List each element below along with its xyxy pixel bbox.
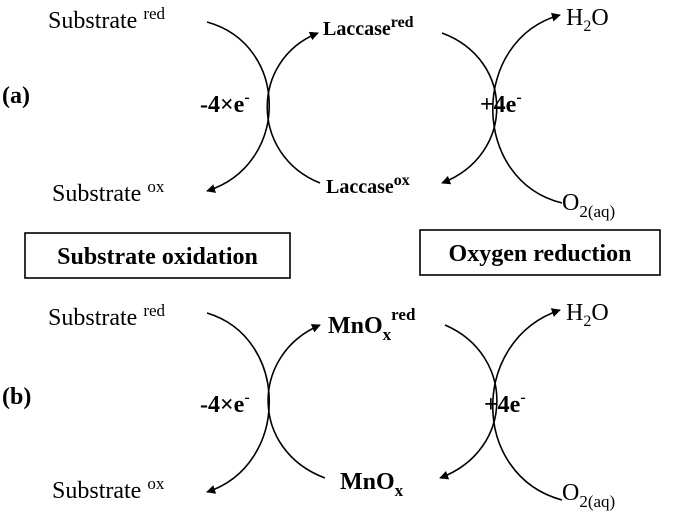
- panel-b-mnox-regeneration-arc: [267, 324, 326, 479]
- substrate-oxidation-frame: [24, 232, 291, 279]
- panel-b-mnox-reduction-arc: [439, 324, 498, 480]
- panel-b-minus-electrons: -4×e-: [200, 389, 250, 418]
- panel-b-oxygen: O2(aq): [562, 480, 615, 511]
- panel-a-laccase-reduction-arc: [441, 32, 498, 185]
- panel-a-minus-electrons: -4×e-: [200, 89, 250, 118]
- panel-a-laccase-red: Laccasered: [323, 14, 414, 40]
- panel-a-water: H2O: [566, 5, 609, 35]
- panel-b-oxygen-reduction-arc: [492, 308, 563, 501]
- panel-b-mnox-red: MnOxred: [328, 305, 416, 344]
- panel-b-mnox: MnOx: [340, 469, 404, 500]
- panel-a-label: (a): [2, 83, 30, 109]
- panel-a-plus-electrons: +4e-: [480, 89, 522, 118]
- panel-b-water: H2O: [566, 300, 609, 330]
- oxygen-reduction-label: Oxygen reduction: [449, 241, 632, 267]
- substrate-oxidation-box: Substrate oxidation: [24, 232, 291, 279]
- panel-a-laccase-regeneration-arc: [266, 31, 321, 184]
- substrate-oxidation-label: Substrate oxidation: [57, 244, 258, 270]
- panel-a-laccase-ox: Laccaseox: [326, 172, 410, 198]
- oxygen-reduction-frame: [419, 229, 661, 276]
- panel-b-plus-electrons: +4e-: [484, 389, 526, 418]
- panel-b-substrate-oxidation-arc: [206, 312, 271, 494]
- panel-a-substrate-oxidation-arc: [206, 21, 271, 193]
- panel-a-oxygen: O2(aq): [562, 190, 615, 221]
- panel-a-oxygen-reduction-arc: [492, 12, 563, 204]
- panel-b-label: (b): [2, 384, 31, 410]
- oxygen-reduction-box: Oxygen reduction: [419, 229, 661, 276]
